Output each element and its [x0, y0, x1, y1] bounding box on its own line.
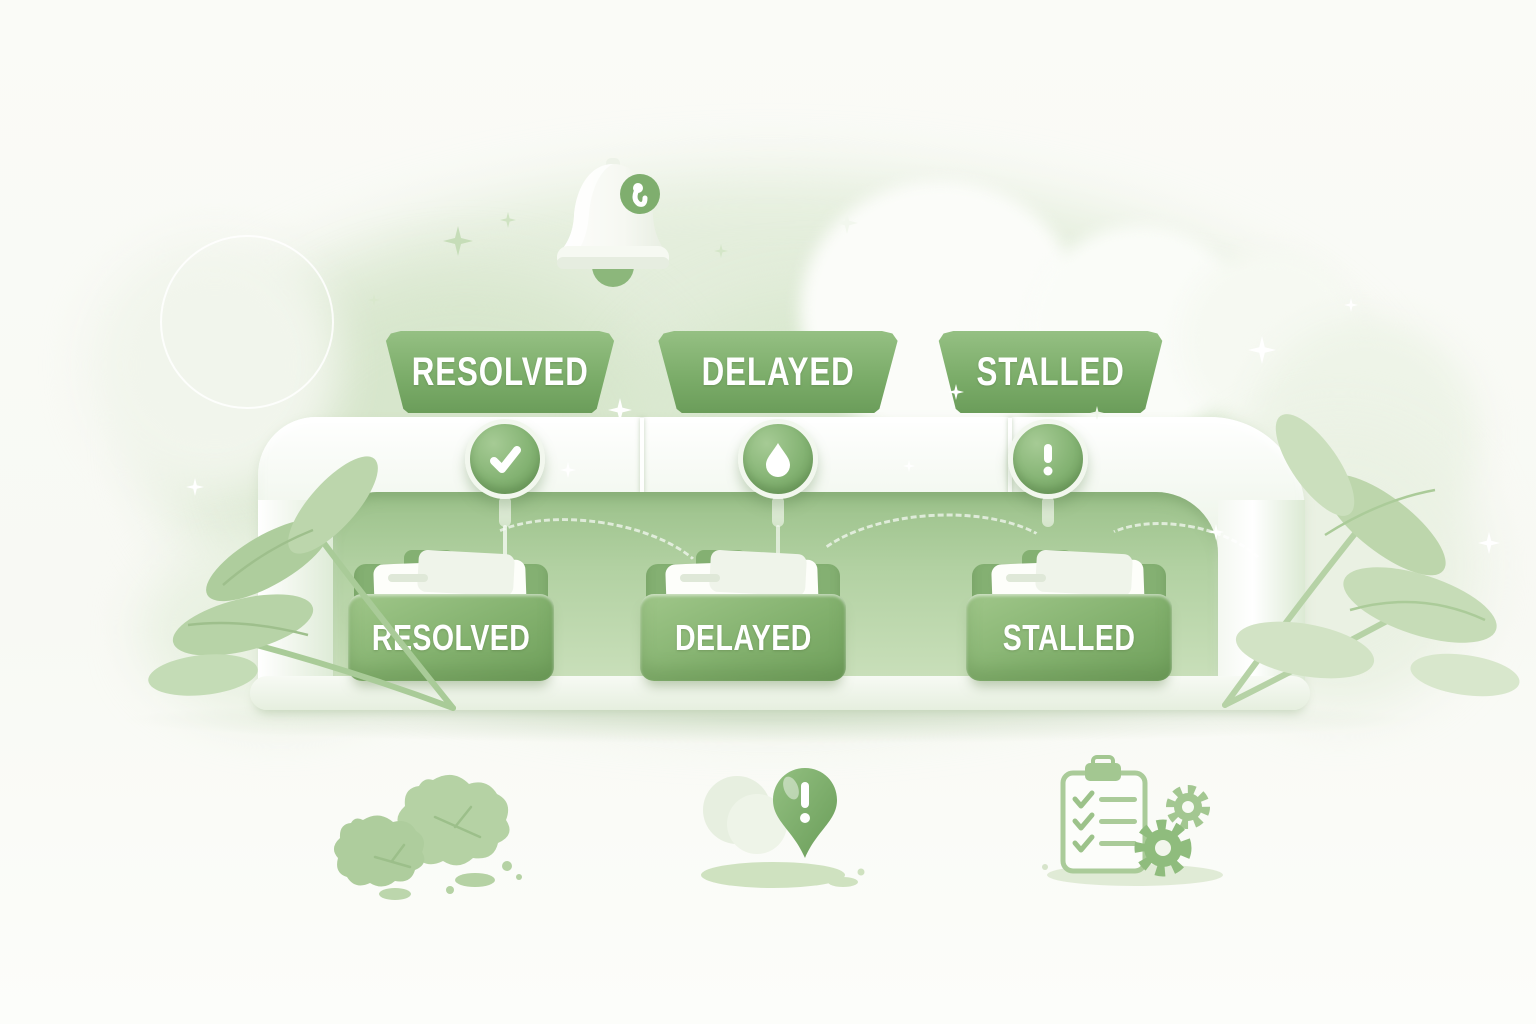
banner-delayed [658, 331, 898, 413]
map-pin-alert-icon [701, 768, 865, 888]
puddle [701, 862, 845, 888]
folder-papers [708, 549, 808, 597]
banner-resolved-label: RESOLVED [411, 348, 589, 394]
drip-decoration [499, 497, 511, 527]
folder-papers [1034, 549, 1134, 597]
folder-front: STALLED [966, 594, 1172, 681]
banner-resolved [385, 331, 615, 413]
checklist-checks [1072, 790, 1095, 853]
exclamation-icon [1043, 444, 1053, 476]
drip-decoration [772, 497, 784, 527]
banner-delayed-label: DELAYED [701, 348, 855, 394]
leaves-left-decoration [148, 456, 456, 711]
clipboard-checklist-icon [1042, 755, 1223, 886]
folder-papers [1006, 574, 1046, 582]
status-circle-delayed [738, 419, 818, 499]
drip-line [503, 525, 507, 580]
pipe-seam [640, 418, 644, 494]
folder-stalled: STALLED [966, 548, 1172, 681]
bell-clapper [592, 266, 634, 287]
status-circle-stalled [1008, 419, 1088, 499]
platform-shelf [250, 676, 1310, 710]
checklist-lines [1099, 797, 1137, 846]
drip-decoration [1042, 497, 1054, 527]
folder-delayed-label: DELAYED [674, 616, 812, 658]
droplet-icon [766, 443, 790, 477]
circle-outline-decoration [160, 235, 334, 409]
banner-stalled [938, 331, 1163, 413]
splat-icon [333, 774, 522, 900]
folder-stalled-label: STALLED [1002, 616, 1136, 658]
folder-front: DELAYED [640, 594, 846, 681]
gear-icon [1166, 785, 1210, 829]
gear-icon [1134, 819, 1192, 877]
folder-papers [680, 574, 720, 582]
bell-icon [557, 158, 669, 287]
notification-badge [620, 174, 660, 214]
folder-papers [388, 574, 428, 582]
folder-delayed: DELAYED [640, 548, 846, 681]
checkmark-icon [490, 446, 521, 473]
leaves-right-decoration [1222, 414, 1520, 708]
drip-line [776, 525, 780, 560]
banner-stalled-label: STALLED [976, 348, 1125, 394]
status-circle-resolved [465, 419, 545, 499]
